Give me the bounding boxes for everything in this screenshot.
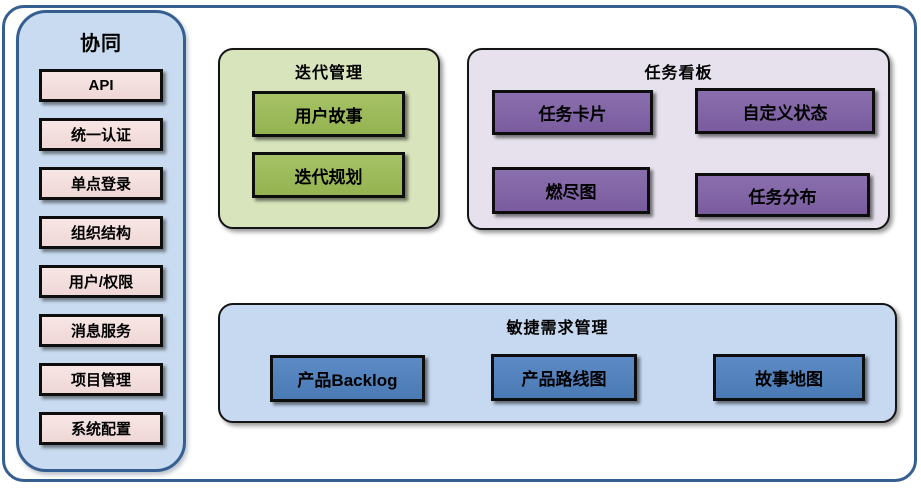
task-board-group: 任务看板 任务卡片 自定义状态 燃尽图 任务分布 (467, 48, 890, 230)
iteration-management-group: 迭代管理 用户故事 迭代规划 (218, 48, 440, 229)
sidebar-item-unified-auth: 统一认证 (39, 118, 163, 151)
collaboration-item-list: API 统一认证 单点登录 组织结构 用户/权限 消息服务 项目管理 系统配置 (19, 69, 183, 445)
collaboration-panel: 协同 API 统一认证 单点登录 组织结构 用户/权限 消息服务 项目管理 系统… (16, 10, 186, 472)
task-board-title: 任务看板 (644, 65, 713, 82)
sidebar-item-single-sign-on: 单点登录 (39, 167, 163, 200)
kanban-item-burndown-chart: 燃尽图 (492, 167, 650, 214)
sidebar-item-message-service: 消息服务 (39, 314, 163, 347)
agile-item-product-roadmap: 产品路线图 (491, 354, 637, 401)
kanban-item-custom-status: 自定义状态 (695, 88, 875, 134)
sidebar-item-project-management: 项目管理 (39, 363, 163, 396)
sidebar-item-api: API (39, 69, 163, 102)
iteration-management-title: 迭代管理 (294, 65, 363, 82)
collaboration-panel-title: 协同 (80, 33, 122, 55)
agile-requirements-group: 敏捷需求管理 产品Backlog 产品路线图 故事地图 (218, 303, 897, 423)
kanban-item-task-card: 任务卡片 (492, 90, 653, 135)
agile-item-story-map: 故事地图 (713, 354, 865, 401)
sidebar-item-org-structure: 组织结构 (39, 216, 163, 249)
iteration-item-sprint-planning: 迭代规划 (252, 152, 405, 198)
iteration-item-user-story: 用户故事 (252, 91, 405, 137)
agile-item-product-backlog: 产品Backlog (270, 355, 425, 402)
kanban-item-task-distribution: 任务分布 (695, 173, 870, 217)
sidebar-item-system-config: 系统配置 (39, 412, 163, 445)
agile-requirements-title: 敏捷需求管理 (506, 320, 609, 337)
outer-frame (2, 5, 917, 482)
sidebar-item-user-permissions: 用户/权限 (39, 265, 163, 298)
